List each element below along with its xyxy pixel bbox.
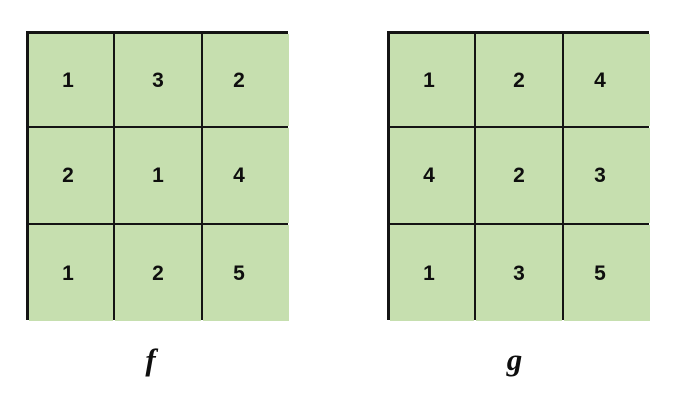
matrix-f-cell-r0-c0: 1 (29, 34, 113, 126)
matrix-g: 1 2 4 4 2 3 1 3 5 g (337, 0, 674, 410)
matrix-g-cell-r1-c1: 2 (476, 128, 562, 223)
matrix-f-grid: 1 3 2 2 1 4 1 2 5 (26, 31, 289, 321)
matrix-g-cell-r1-c2: 3 (564, 128, 650, 223)
matrix-g-cell-r2-c0: 1 (390, 225, 474, 321)
matrix-f-cell-r2-c1: 2 (115, 225, 201, 321)
matrix-f-cell-r2-c0: 1 (29, 225, 113, 321)
matrix-f-cell-r1-c1: 1 (115, 128, 201, 223)
matrix-f-cell-r0-c1: 3 (115, 34, 201, 126)
matrix-f-cell-r1-c0: 2 (29, 128, 113, 223)
matrix-f-cell-r1-c2: 4 (203, 128, 289, 223)
matrix-g-cell-r0-c0: 1 (390, 34, 474, 126)
matrix-g-cell-r0-c1: 2 (476, 34, 562, 126)
matrix-g-cell-r2-c2: 5 (564, 225, 650, 321)
matrix-f-cell-r2-c2: 5 (203, 225, 289, 321)
matrix-f-cell-r0-c2: 2 (203, 34, 289, 126)
matrix-g-cell-r0-c2: 4 (564, 34, 650, 126)
matrix-g-label: g (506, 342, 523, 377)
matrix-f-label: f (145, 342, 156, 377)
matrix-g-grid: 1 2 4 4 2 3 1 3 5 (387, 31, 650, 321)
matrix-f: 1 3 2 2 1 4 1 2 5 f (26, 31, 289, 377)
matrix-g-cell-r1-c0: 4 (390, 128, 474, 223)
matrix-g-cell-r2-c1: 3 (476, 225, 562, 321)
